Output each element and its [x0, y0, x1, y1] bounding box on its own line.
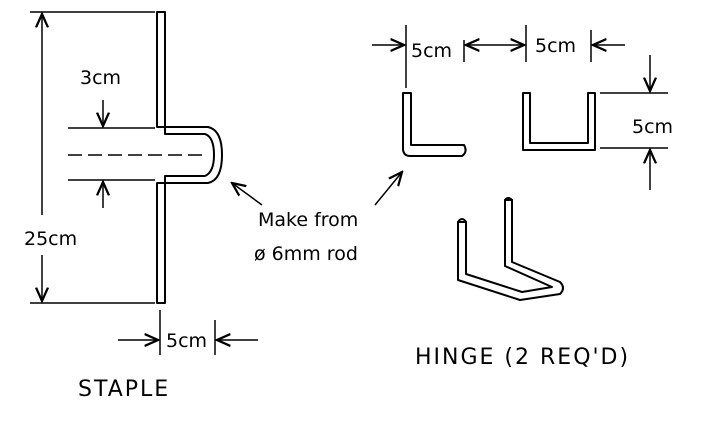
staple-gap-label: 3cm	[80, 67, 121, 89]
hinge-height-label: 5cm	[632, 116, 673, 138]
note-arrow-hinge	[374, 172, 402, 206]
staple-title: STAPLE	[78, 377, 170, 402]
staple-height-label: 25cm	[24, 228, 77, 250]
hinge-drawing: 5cm 5cm 5cm HINGE (2 REQ'D)	[372, 25, 673, 370]
hinge-title: HINGE (2 REQ'D)	[415, 345, 630, 370]
material-note: Make from ø 6mm rod	[232, 172, 402, 265]
staple-depth-label: 5cm	[166, 330, 207, 352]
hinge-isometric-view	[457, 199, 564, 301]
note-line-2: ø 6mm rod	[254, 243, 358, 265]
hinge-side-view	[402, 92, 467, 157]
note-arrow-staple	[232, 183, 263, 206]
rod-ends	[457, 197, 513, 223]
note-line-1: Make from	[258, 209, 358, 231]
staple-rod-outer	[156, 11, 223, 304]
hinge-width-left-label: 5cm	[411, 40, 452, 62]
staple-drawing: 25cm 3cm 5cm STAPLE	[24, 11, 258, 402]
hinge-front-view	[522, 92, 596, 151]
hinge-width-right-label: 5cm	[535, 35, 576, 57]
